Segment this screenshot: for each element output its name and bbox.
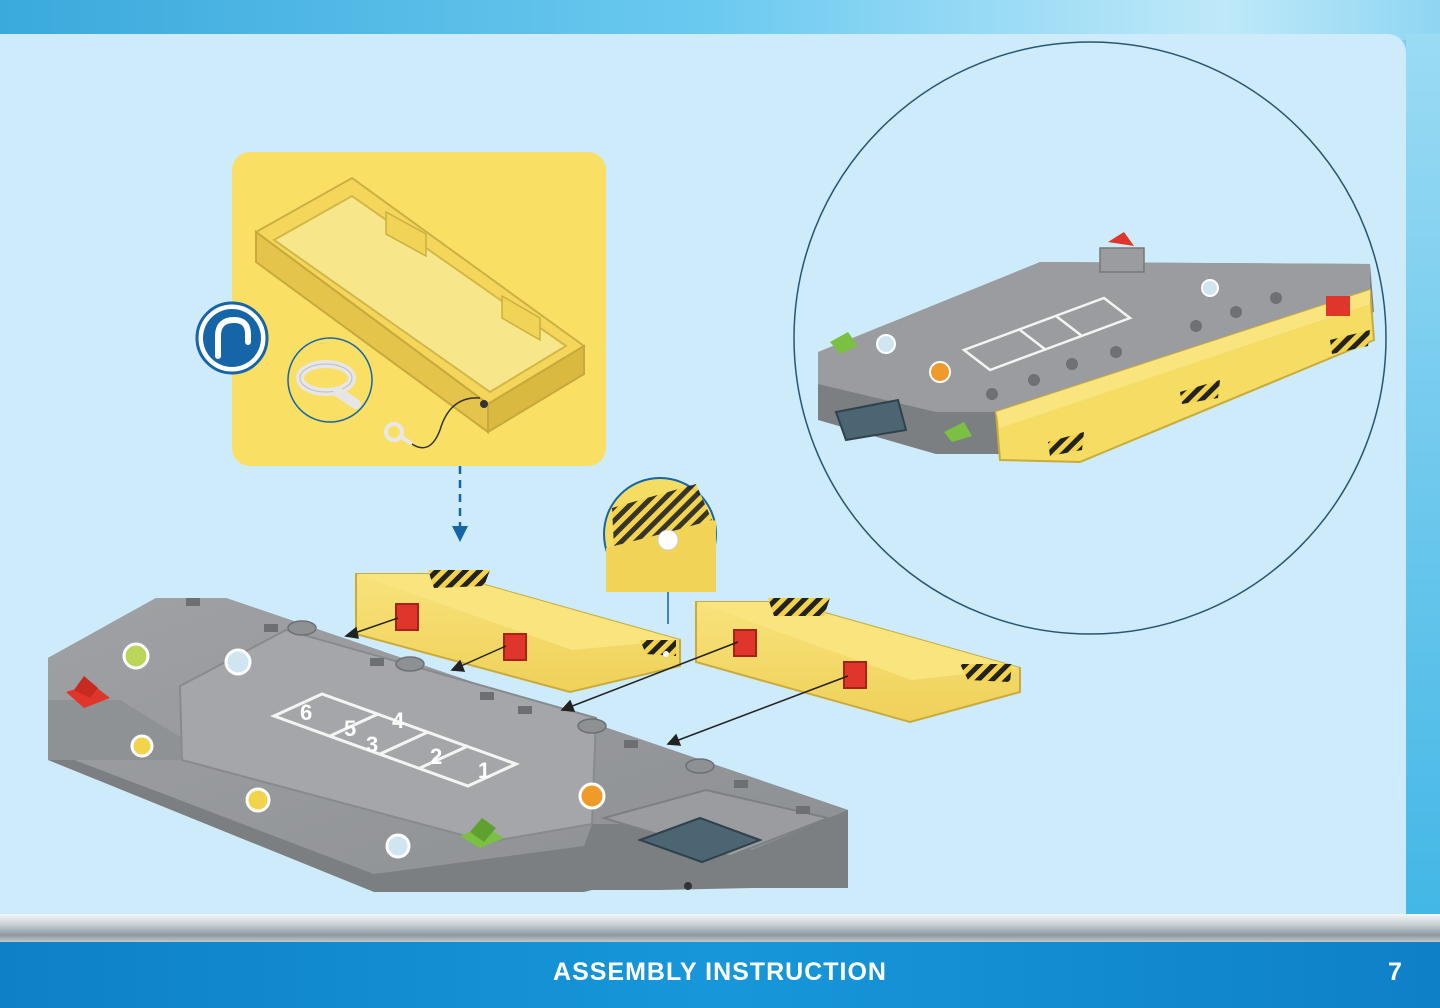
footer-title: ASSEMBLY INSTRUCTION	[553, 958, 887, 986]
yellow-tray-part	[254, 176, 586, 434]
top-banner	[0, 0, 1440, 40]
key-with-wire	[384, 397, 481, 449]
detail-inset-box	[195, 152, 606, 466]
hook-symbol-icon	[195, 301, 269, 375]
hopscotch-number: 6	[300, 700, 312, 725]
footer-silver-bar	[0, 914, 1440, 944]
hopscotch-number: 1	[478, 758, 490, 783]
key-magnifier-icon	[287, 337, 373, 423]
hopscotch-number: 3	[366, 732, 378, 757]
hopscotch-number: 4	[392, 708, 405, 733]
hopscotch-marking	[270, 692, 520, 788]
dashed-arrow	[452, 466, 468, 542]
yellow-bar-right	[695, 598, 1021, 724]
hopscotch-number: 2	[430, 744, 442, 769]
assembly-arrows	[344, 617, 849, 746]
right-edge-strip	[1406, 34, 1440, 916]
grey-base-plate: 6 5 3 4 2 1	[48, 598, 848, 892]
assembled-view-magnifier	[793, 41, 1387, 635]
red-clip	[66, 676, 110, 708]
green-clip	[460, 818, 504, 848]
hopscotch-number: 5	[344, 716, 356, 741]
page-number: 7	[1388, 958, 1402, 986]
peg-magnifier-icon	[603, 477, 717, 624]
footer-bar	[0, 942, 1440, 1008]
